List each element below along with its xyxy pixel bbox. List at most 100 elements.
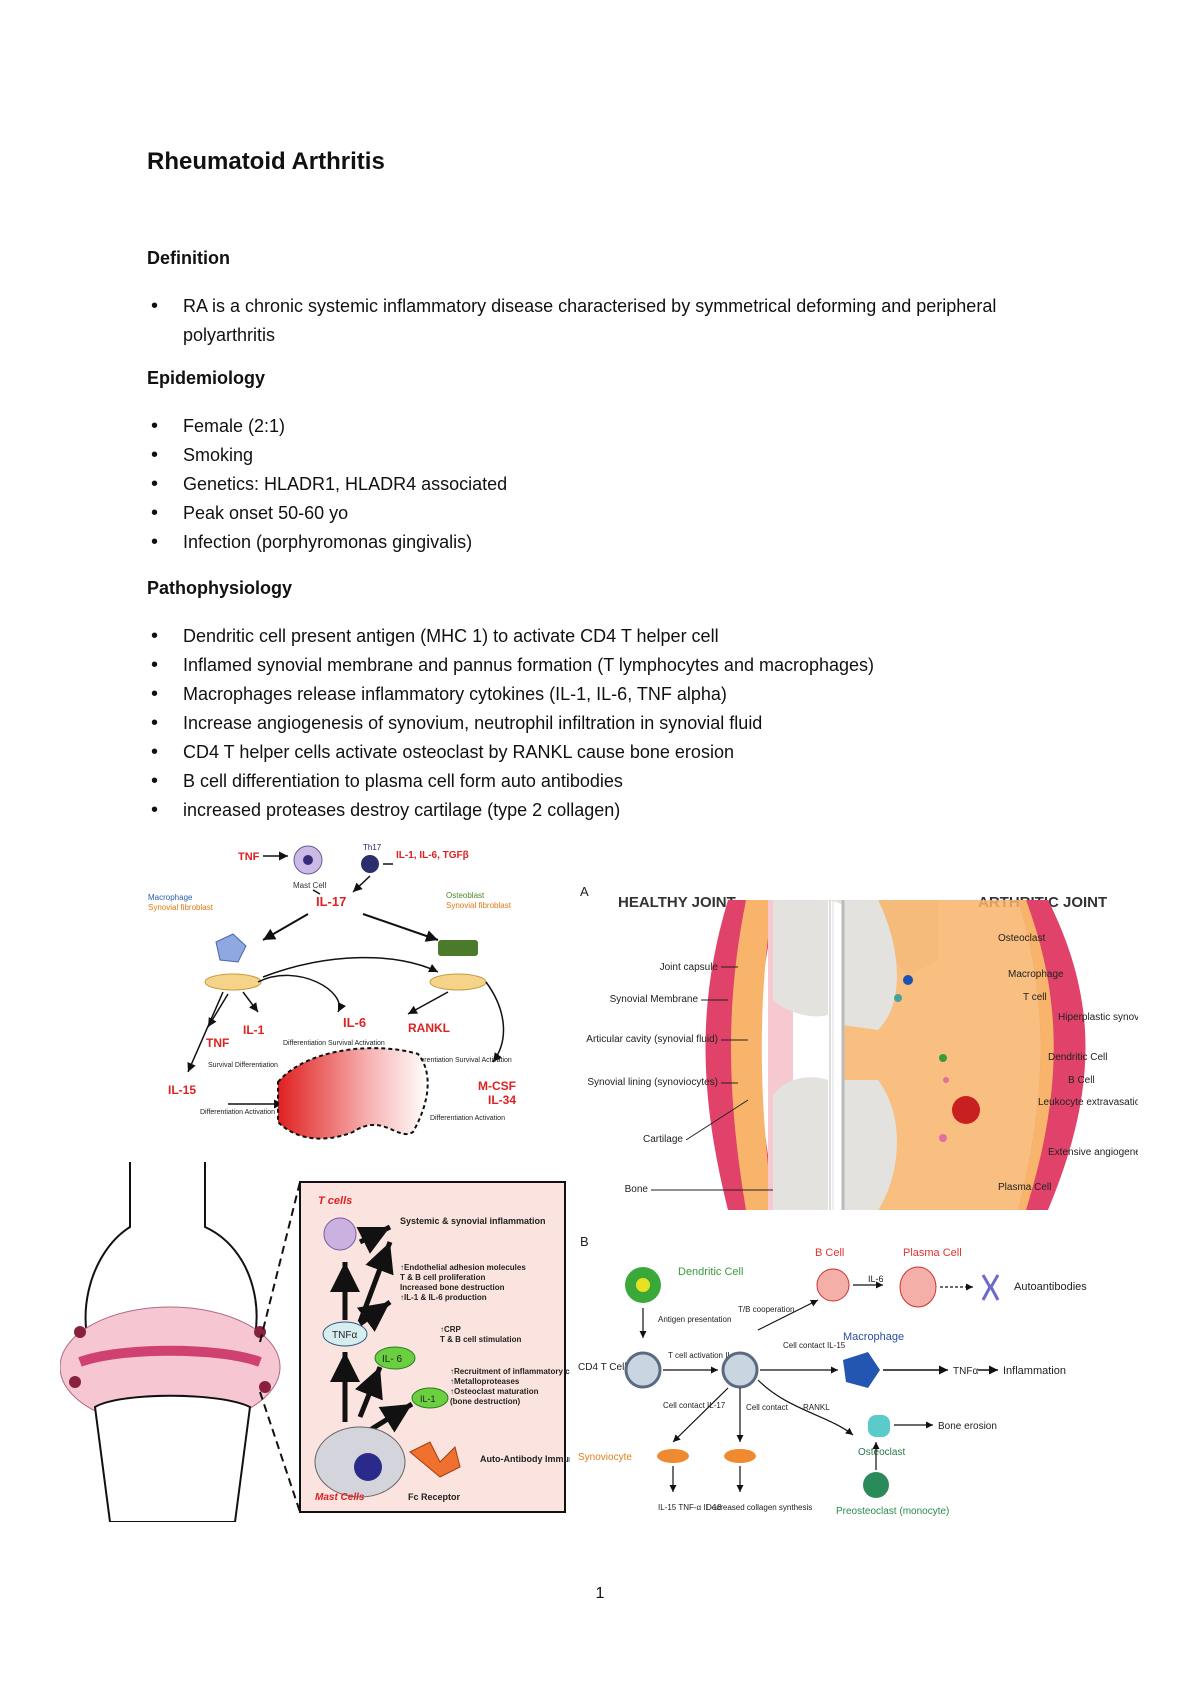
tnfa-label: TNFα: [953, 1366, 978, 1377]
synovial-fibroblast-2-label: Synovial fibroblast: [446, 901, 512, 910]
autoantibodies-label: Autoantibodies: [1014, 1281, 1087, 1293]
list-item: Genetics: HLADR1, HLADR4 associated: [147, 470, 1047, 499]
th17-cytokines: IL-1, IL-6, TGFβ: [396, 850, 469, 861]
fibroblast-icon: [204, 973, 262, 991]
pathophysiology-heading: Pathophysiology: [147, 578, 293, 598]
epidemiology-heading: Epidemiology: [147, 368, 266, 388]
mast-cells-label: Mast Cells: [315, 1492, 365, 1503]
list-item: Inflamed synovial membrane and pannus fo…: [147, 651, 1047, 680]
macrophage-icon: [215, 933, 247, 963]
panel-a-label: A: [580, 884, 589, 899]
fc-receptor-label: Fc Receptor: [408, 1492, 461, 1502]
label-hyperplastic-lining: Hiperplastic synovial lining: [1058, 1012, 1138, 1023]
leukocyte-vessel: [952, 1096, 980, 1124]
macrophage-label: Macrophage: [843, 1331, 904, 1343]
inflammation-label: Inflammation: [1003, 1365, 1066, 1377]
il6-bubble-label: IL- 6: [382, 1354, 402, 1365]
il15-list-label: IL-15 TNF-α IL-18: [658, 1503, 722, 1512]
plasma-cell-icon: [899, 1266, 937, 1308]
definition-heading: Definition: [147, 248, 230, 268]
il34-label: IL-34: [488, 1093, 516, 1107]
dendritic-cell-label: Dendritic Cell: [678, 1266, 743, 1278]
osteoclast-icon: [868, 1415, 890, 1437]
list-item: Female (2:1): [147, 412, 1047, 441]
il1-bubble: [411, 1387, 449, 1409]
diff-act-text: Differentiation Activation: [200, 1109, 275, 1116]
cell-contact-il17-label: Cell contact IL-17: [663, 1401, 726, 1410]
epidemiology-list: Female (2:1) Smoking Genetics: HLADR1, H…: [147, 412, 1047, 557]
panel-b-label: B: [580, 1234, 589, 1249]
osteoclast-label: Osteoclast: [858, 1447, 905, 1458]
mcsf-label: M-CSF: [478, 1079, 516, 1093]
activated-t-cell-icon: [721, 1351, 759, 1389]
page-number: 1: [595, 1585, 605, 1602]
tnf-effect-0: ↑Endothelial adhesion molecules: [400, 1263, 526, 1272]
cell-interaction-figure: B Dendritic Cell B Cell IL-6 Plasma Cell…: [578, 1230, 1178, 1550]
list-item: RA is a chronic systemic inflammatory di…: [147, 292, 1047, 350]
t-cells-label: T cells: [318, 1195, 352, 1207]
il6-label: IL-6: [343, 1015, 366, 1030]
b-cell-icon: [816, 1268, 850, 1302]
antibody-icon: [981, 1274, 1000, 1301]
label-dendritic-cell: Dendritic Cell: [1048, 1052, 1107, 1063]
th17-label: Th17: [363, 843, 382, 852]
cell-contact-il15-label: Cell contact IL-15: [783, 1341, 846, 1350]
healthy-joint-title: HEALTHY JOINT: [618, 894, 736, 911]
synovial-fibroblast-label: Synovial fibroblast: [148, 903, 214, 912]
macrophage-icon: [843, 1352, 880, 1388]
il6-arrow-label: IL-6: [868, 1274, 884, 1284]
tnf2-label: TNF: [206, 1036, 229, 1050]
fibroblast-2-icon: [429, 973, 487, 991]
tnf-effect-1: T & B cell proliferation: [400, 1273, 485, 1282]
preosteoclast-icon: [863, 1472, 889, 1498]
diff-act-2-text: Differentiation Activation: [430, 1115, 505, 1122]
surv-diff-text: Survival Differentiation: [208, 1062, 278, 1069]
definition-list: RA is a chronic systemic inflammatory di…: [147, 292, 1047, 350]
il17-label: IL-17: [316, 894, 346, 909]
mast-cell-figure: T cells Systemic & synovial inflammation…: [60, 1162, 570, 1522]
tnf-effect-3: ↑IL-1 & IL-6 production: [400, 1293, 487, 1302]
label-cartilage: Cartilage: [643, 1134, 683, 1145]
tibia-icon: [93, 1394, 252, 1522]
diff-surv-act-2-text: Differentiation Survival Activation: [410, 1057, 512, 1064]
label-synovial-lining: Synovial lining (synoviocytes): [587, 1077, 718, 1088]
cd4-t-cell-label: CD4 T Cell: [578, 1362, 627, 1373]
il1-effect-1: ↑Metalloproteases: [450, 1377, 520, 1386]
rankl-label: RANKL: [408, 1021, 450, 1035]
il1-effect-2: ↑Osteoclast maturation: [450, 1387, 539, 1396]
label-osteoclast: Osteoclast: [998, 933, 1045, 944]
t-cell-icon: [323, 1217, 357, 1251]
label-articular-cavity: Articular cavity (synovial fluid): [586, 1034, 718, 1045]
list-item: CD4 T helper cells activate osteoclast b…: [147, 738, 1047, 767]
list-item: Smoking: [147, 441, 1047, 470]
il6-bubble: [374, 1346, 416, 1370]
list-item: Dendritic cell present antigen (MHC 1) t…: [147, 622, 1047, 651]
synoviocyte-2-icon: [724, 1449, 756, 1463]
th17-cell-icon: [361, 855, 379, 873]
label-b-cell: B Cell: [1068, 1075, 1095, 1086]
label-extensive-angiogenesis: Extensive angiogenesis: [1048, 1147, 1138, 1158]
rankl-label: RANKL: [803, 1403, 830, 1412]
osteoblast-icon: [438, 940, 478, 956]
immune-complex-icon: [409, 1441, 461, 1478]
label-synovial-membrane: Synovial Membrane: [610, 994, 699, 1005]
list-item: B cell differentiation to plasma cell fo…: [147, 767, 1047, 796]
preosteoclast-label: Preosteoclast (monocyte): [836, 1506, 949, 1517]
tb-cooperation-label: T/B cooperation: [738, 1305, 794, 1314]
mast-cell-label: Mast Cell: [293, 881, 327, 890]
label-bone: Bone: [625, 1184, 649, 1195]
il1-effect-3: (bone destruction): [450, 1397, 521, 1406]
il6-effect-0: ↑CRP: [440, 1325, 462, 1334]
label-t-cell: T cell: [1023, 992, 1047, 1003]
label-leukocyte-extravasation: Leukocyte extravasation: [1038, 1097, 1138, 1108]
label-macrophage: Macrophage: [1008, 969, 1064, 980]
decreased-collagen-label: Decreased collagen synthesis: [706, 1503, 812, 1512]
pathophysiology-list: Dendritic cell present antigen (MHC 1) t…: [147, 622, 1047, 825]
il1-bubble-label: IL-1: [420, 1394, 436, 1404]
joint-comparison-figure: A HEALTHY JOINT ARTHRITIC JOINT Joint ca…: [578, 880, 1138, 1225]
tnfa-bubble: [322, 1321, 368, 1347]
tnf-label: TNF: [238, 851, 260, 863]
cd4-t-cell-icon: [624, 1351, 662, 1389]
systemic-label: Systemic & synovial inflammation: [400, 1216, 546, 1226]
